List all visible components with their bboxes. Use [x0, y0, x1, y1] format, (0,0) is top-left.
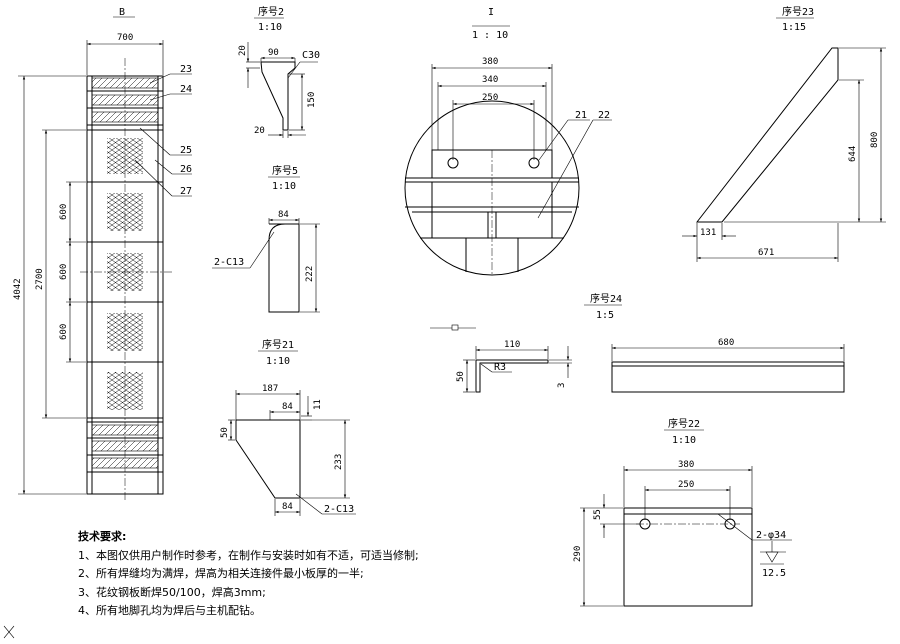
- part21-d11: 11: [313, 399, 323, 410]
- note-item-3: 3、花纹钢板断焊50/100，焊高3mm;: [78, 585, 266, 599]
- part22-holes: 2-φ34: [756, 530, 786, 541]
- part21-d187: 187: [262, 384, 278, 394]
- part24-scale: 1:5: [596, 310, 614, 321]
- part5-scale: 1:10: [272, 181, 296, 192]
- view-b-tag-25: 25: [180, 145, 192, 156]
- detail-i-dim-340: 340: [482, 75, 498, 85]
- detail-i-scale: 1 : 10: [472, 30, 508, 41]
- part23-d131: 131: [700, 228, 716, 238]
- part22-d380: 380: [678, 460, 694, 470]
- view-b-dim-a: 600: [59, 204, 69, 220]
- part5-d222: 222: [305, 266, 315, 282]
- view-b-dim-b: 600: [59, 264, 69, 280]
- part23-d644: 644: [848, 146, 858, 162]
- view-b-label: B: [119, 7, 125, 18]
- notes-title: 技术要求:: [78, 530, 127, 543]
- part21-label: 序号21: [262, 338, 294, 351]
- part24-d110: 110: [504, 340, 520, 350]
- part21-d50: 50: [220, 427, 230, 438]
- part24-d680: 680: [718, 338, 734, 348]
- part2-scale: 1:10: [258, 22, 282, 33]
- part2-d20a: 20: [238, 45, 248, 56]
- part5-c13: 2-C13: [214, 257, 244, 268]
- view-b-dim-total: 4042: [13, 278, 23, 300]
- part-2: 序号2 1:10 90 20 C30 150 20: [238, 5, 320, 138]
- part-22: 序号22 1:10 380 250 55 290 2-φ34 12.5: [573, 417, 792, 607]
- part5-d84: 84: [278, 210, 289, 220]
- part23-label: 序号23: [782, 5, 814, 18]
- part23-d671: 671: [758, 248, 774, 258]
- view-b-dim-c: 600: [59, 324, 69, 340]
- part22-rough: 12.5: [762, 568, 786, 579]
- part2-d150: 150: [307, 92, 317, 108]
- part21-d84a: 84: [282, 402, 293, 412]
- detail-i-dim-380: 380: [482, 57, 498, 67]
- part24-r3: R3: [494, 362, 506, 373]
- part2-label: 序号2: [258, 5, 284, 18]
- technical-requirements: 技术要求: 1、本图仅供用户制作时参考，在制作与安装时如有不适，可适当修制; 2…: [78, 528, 558, 621]
- view-b-tag-26: 26: [180, 164, 192, 175]
- part5-label: 序号5: [272, 164, 298, 177]
- part21-d84b: 84: [282, 502, 293, 512]
- part22-label: 序号22: [668, 417, 700, 430]
- part23-scale: 1:15: [782, 22, 806, 33]
- part21-scale: 1:10: [266, 356, 290, 367]
- part21-c13: 2-C13: [324, 504, 354, 515]
- part22-d290: 290: [573, 546, 583, 562]
- part22-scale: 1:10: [672, 435, 696, 446]
- part-23: 序号23 1:15 800 644 131 671: [682, 5, 886, 262]
- part21-d233: 233: [334, 454, 344, 470]
- part2-c30: C30: [302, 50, 320, 61]
- view-b-dim-mid: 2700: [35, 268, 45, 290]
- view-b-tag-23: 23: [180, 64, 192, 75]
- part22-d55: 55: [593, 509, 603, 520]
- part23-d800: 800: [870, 132, 880, 148]
- view-b: B 700: [13, 7, 192, 500]
- part22-d250: 250: [678, 480, 694, 490]
- view-b-tag-24: 24: [180, 84, 192, 95]
- part24-d3: 3: [557, 383, 567, 388]
- note-item-1: 1、本图仅供用户制作时参考，在制作与安装时如有不适，可适当修制;: [78, 548, 419, 562]
- part-24: 序号24 1:5 110 50 R3 3 680: [430, 292, 845, 393]
- detail-i-tag-21: 21: [575, 110, 587, 121]
- ucs-mark: [3, 625, 15, 639]
- part24-d50: 50: [456, 371, 466, 382]
- detail-i: I 1 : 10 380 340 250 21 22: [404, 7, 612, 276]
- note-item-4: 4、所有地脚孔均为焊后与主机配钻。: [78, 604, 261, 617]
- part2-d90: 90: [268, 48, 279, 58]
- view-b-dim-width: 700: [117, 33, 133, 43]
- detail-i-dim-250: 250: [482, 93, 498, 103]
- view-b-tag-27: 27: [180, 186, 192, 197]
- part24-label: 序号24: [590, 292, 622, 305]
- note-item-2: 2、所有焊缝均为满焊，焊高为相关连接件最小板厚的一半;: [78, 567, 364, 580]
- detail-i-tag-22: 22: [598, 110, 610, 121]
- part-5: 序号5 1:10 84 222 2-C13: [212, 164, 320, 313]
- part-21: 序号21 1:10 187 84 11 50 233 84 2-C13: [220, 338, 356, 516]
- detail-i-label: I: [488, 7, 494, 18]
- part2-d20b: 20: [254, 126, 265, 136]
